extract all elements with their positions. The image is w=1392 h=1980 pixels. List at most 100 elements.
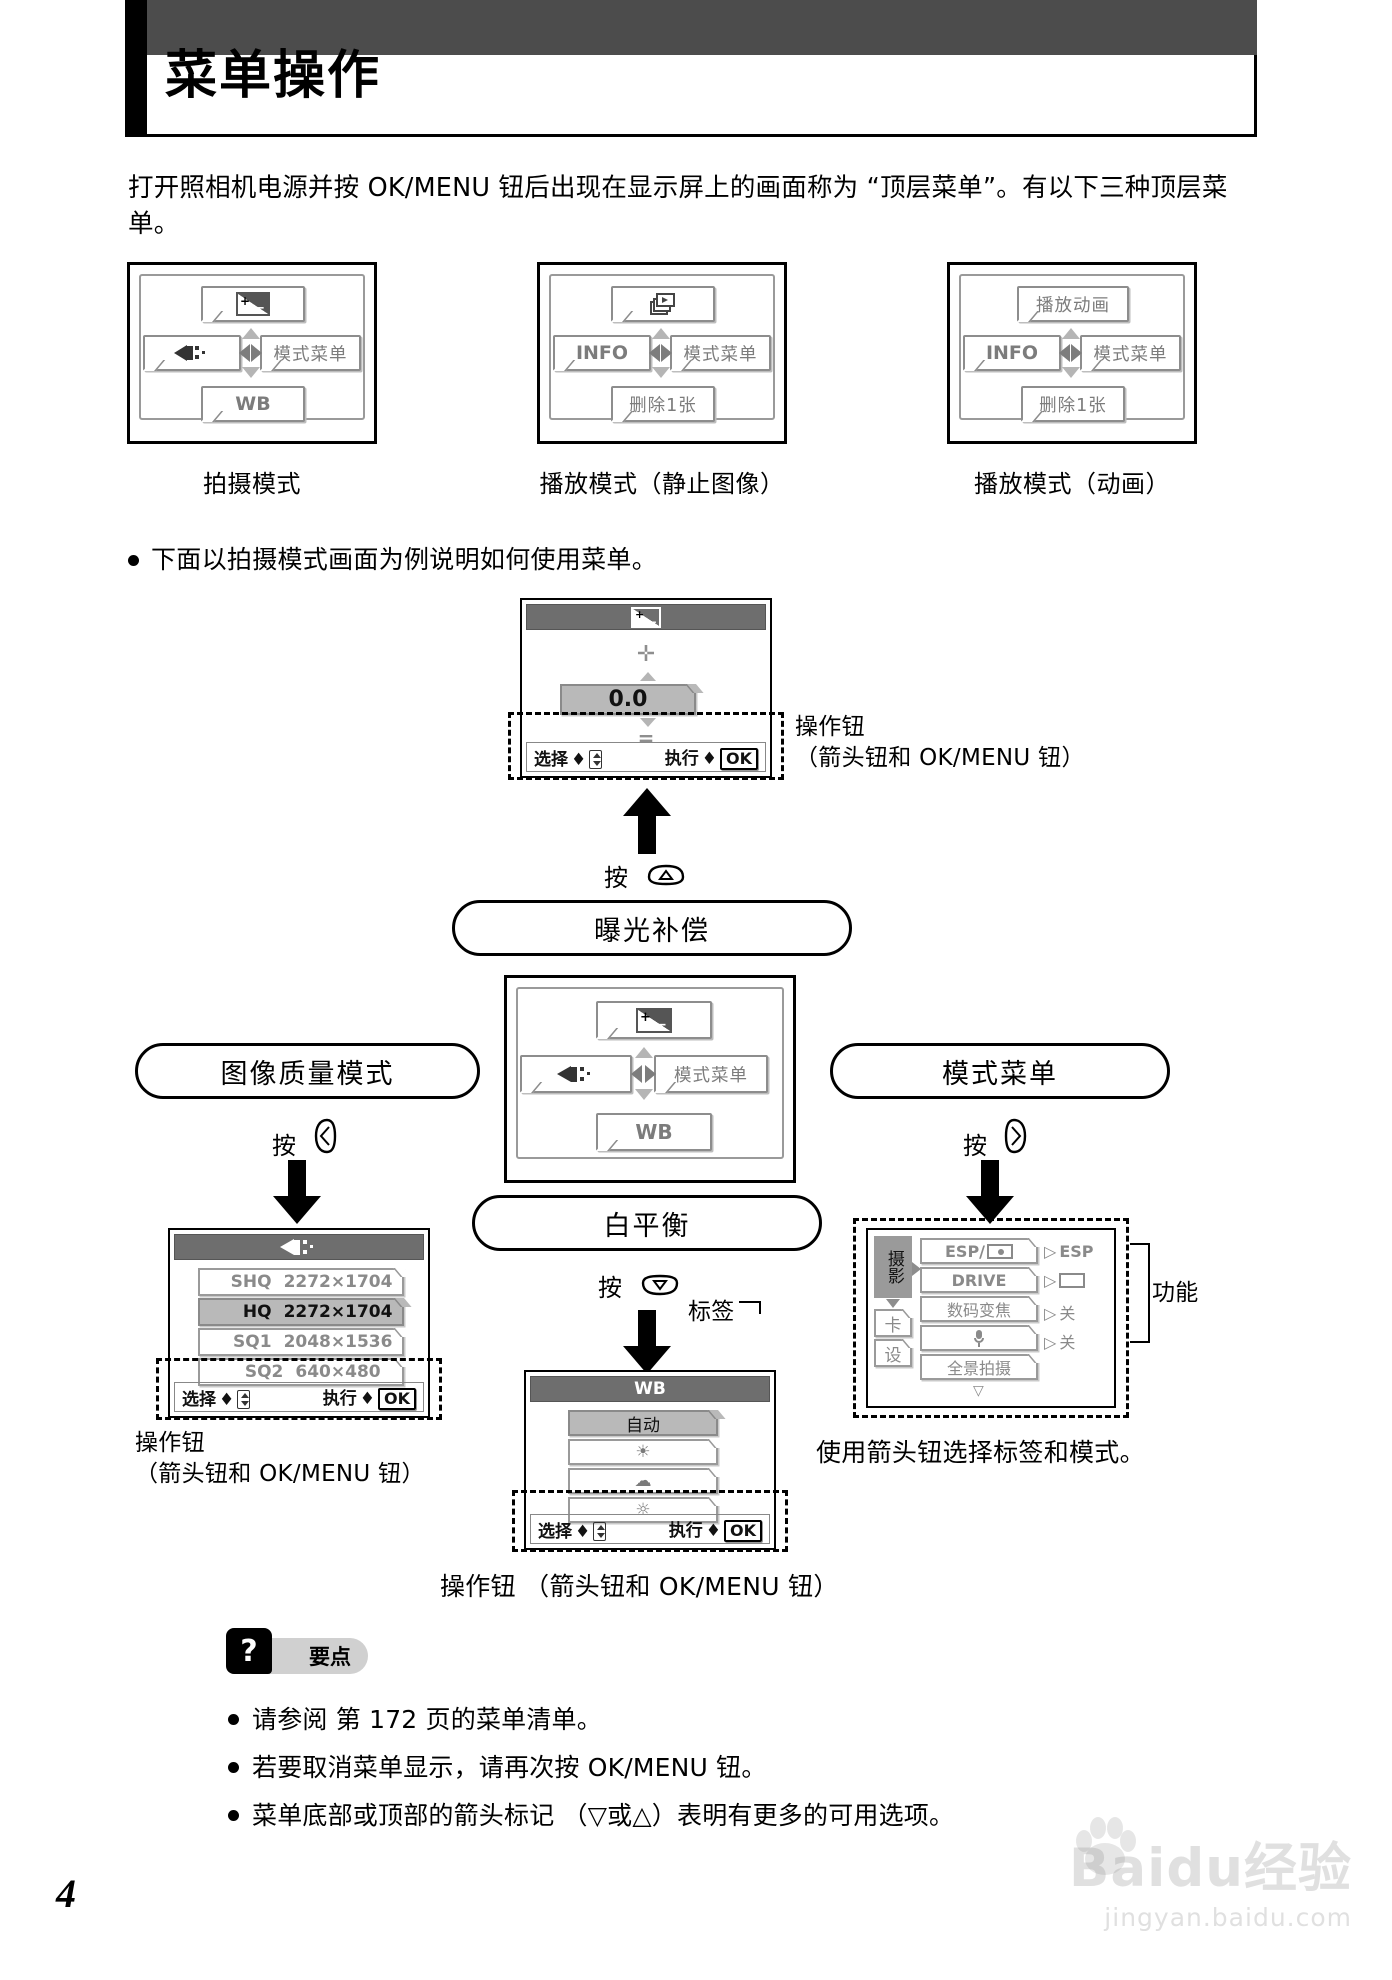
wb-button[interactable]: WB xyxy=(201,386,305,422)
dpad-right-icon xyxy=(645,1065,656,1083)
cloud-icon: ☁ xyxy=(634,1471,652,1491)
exposure-screen-bottom-bar: 选择♦ 执行♦OK xyxy=(526,742,766,772)
exposure-minus-symbol: = xyxy=(637,726,655,750)
mode-menu-tab-setup[interactable]: 设 xyxy=(874,1339,912,1367)
execute-hint: 执行♦OK xyxy=(323,1384,416,1411)
wb-caption: 操作钮 （箭头钮和 OK/MENU 钮） xyxy=(440,1572,839,1601)
mode-menu-row-esp[interactable]: ESP/ xyxy=(920,1238,1038,1264)
slideshow-button[interactable] xyxy=(611,286,715,322)
mode-menu-row-mic[interactable] xyxy=(920,1325,1038,1351)
image-quality-controls-highlight xyxy=(156,1358,442,1420)
lamp-icon: ☼ xyxy=(635,1500,651,1520)
wb-row-tungsten[interactable]: ☼ xyxy=(568,1497,718,1523)
press-word: 按 xyxy=(598,1274,623,1302)
bullet-dot-icon xyxy=(128,555,139,566)
mode-menu-tab-shooting[interactable]: 摄影 xyxy=(874,1236,912,1298)
exposure-callout-line2: （箭头钮和 OK/MENU 钮） xyxy=(795,745,1085,772)
mode-menu-button[interactable]: 模式菜单 xyxy=(1080,335,1181,371)
mode-menu-tab-label: 摄影 xyxy=(883,1250,904,1284)
image-quality-caption-line1: 操作钮 xyxy=(135,1430,205,1456)
delete-one-button[interactable]: 删除1张 xyxy=(1021,386,1125,422)
mode-menu-button[interactable]: 模式菜单 xyxy=(670,335,771,371)
press-word: 按 xyxy=(604,864,629,892)
bullet-dot-icon xyxy=(228,1714,239,1725)
quality-row-sq2[interactable]: SQ2 640×480 xyxy=(198,1358,404,1386)
exposure-comp-button[interactable]: + − xyxy=(596,1001,712,1039)
quality-row-shq[interactable]: SHQ 2272×1704 xyxy=(198,1268,404,1296)
mode-menu-button[interactable]: 模式菜单 xyxy=(260,335,361,371)
mode-menu-highlight xyxy=(853,1218,1129,1418)
image-quality-icon xyxy=(557,1065,595,1083)
quality-row-label: SQ1 xyxy=(233,1332,272,1352)
execute-hint: 执行♦OK xyxy=(669,1516,762,1543)
select-hint: 选择♦ xyxy=(182,1385,251,1410)
mic-icon xyxy=(973,1329,985,1347)
wb-row-daylight[interactable]: ☀ xyxy=(568,1439,718,1465)
mode-menu-tab-card[interactable]: 卡 xyxy=(874,1309,912,1337)
tip-item-3: 菜单底部或顶部的箭头标记 （▽或△）表明有更多的可用选项。 xyxy=(228,1796,1328,1832)
wb-button[interactable]: WB xyxy=(596,1113,712,1151)
mode-menu-row-mic-value: ▷关 xyxy=(1044,1333,1076,1352)
select-hint: 选择♦ xyxy=(538,1517,607,1542)
screen-caption-shooting: 拍摄模式 xyxy=(203,470,301,498)
mode-menu-button[interactable]: 模式菜单 xyxy=(654,1055,768,1093)
flow-arrow-up-stem xyxy=(638,812,656,854)
wb-screen-title: WB xyxy=(530,1376,770,1402)
chevron-right-icon: ▷ xyxy=(1044,1304,1057,1323)
dpad-up-icon xyxy=(1062,328,1080,339)
dpad-left-icon xyxy=(1059,344,1070,362)
delete-one-button[interactable]: 删除1张 xyxy=(611,386,715,422)
header-grey-band xyxy=(147,0,1257,55)
exposure-callout: 操作钮 （箭头钮和 OK/MENU 钮） xyxy=(795,712,1215,774)
ok-key-icon: OK xyxy=(378,1387,416,1411)
play-movie-button[interactable]: 播放动画 xyxy=(1017,286,1129,322)
dpad-down-icon xyxy=(886,1299,900,1308)
image-quality-screen: SHQ 2272×1704 HQ 2272×1704 SQ1 2048×1536… xyxy=(168,1228,430,1418)
image-quality-caption-line2: （箭头钮和 OK/MENU 钮） xyxy=(135,1461,425,1488)
chevron-right-icon: ▷ xyxy=(1044,1333,1057,1352)
top-menu-screen-playback-still: INFO 模式菜单 删除1张 xyxy=(537,262,787,444)
tip-item-1: 请参阅 第 172 页的菜单清单。 xyxy=(228,1700,602,1736)
screen-inner-frame: INFO 模式菜单 删除1张 xyxy=(549,274,775,422)
updown-key-icon xyxy=(589,749,603,769)
exposure-controls-highlight xyxy=(508,712,784,780)
exposure-comp-button[interactable]: + − xyxy=(201,286,305,322)
white-balance-screen: WB 自动 ☀ ☁ ☼ 选择♦ 执行♦OK xyxy=(524,1370,776,1550)
flow-arrow-left-head xyxy=(273,1196,321,1224)
exposure-screen-title: + − xyxy=(526,604,766,630)
wb-controls-highlight xyxy=(512,1490,788,1552)
select-label: 选择 xyxy=(182,1389,216,1410)
mode-menu-row-panorama[interactable]: 全景拍摄 xyxy=(920,1354,1038,1380)
press-word: 按 xyxy=(963,1132,988,1160)
select-hint: 选择♦ xyxy=(534,745,603,770)
info-button[interactable]: INFO xyxy=(963,335,1061,371)
dpad-down-icon xyxy=(635,1089,653,1100)
mode-menu-row-digital-zoom[interactable]: 数码变焦 xyxy=(920,1296,1038,1322)
pill-image-quality-mode: 图像质量模式 xyxy=(135,1043,480,1099)
dpad-left-icon xyxy=(649,344,660,362)
wb-screen-bottom-bar: 选择♦ 执行♦OK xyxy=(530,1514,770,1544)
image-quality-button[interactable] xyxy=(143,335,241,371)
sun-icon: ☀ xyxy=(635,1442,651,1462)
exposure-callout-line1: 操作钮 xyxy=(795,714,865,740)
exposure-value[interactable]: 0.0 xyxy=(560,684,696,715)
dpad-up-icon xyxy=(242,328,260,339)
screen-caption-playback-movie: 播放模式（动画） xyxy=(974,470,1170,498)
mode-menu-row-esp-value: ▷ESP xyxy=(1044,1242,1094,1261)
mode-menu-row-drive[interactable]: DRIVE xyxy=(920,1267,1038,1293)
image-quality-button[interactable] xyxy=(520,1055,632,1093)
image-quality-screen-title xyxy=(174,1234,424,1260)
updown-key-icon xyxy=(237,1389,251,1409)
wb-row-cloudy[interactable]: ☁ xyxy=(568,1468,718,1494)
quality-row-sq1[interactable]: SQ1 2048×1536 xyxy=(198,1328,404,1356)
mode-menu-screen: 摄影 卡 设 ESP/ ▷ESP DRIVE ▷ 数码变焦 ▷关 ▷关 全景拍摄… xyxy=(866,1228,1116,1408)
info-button[interactable]: INFO xyxy=(553,335,651,371)
quality-row-hq[interactable]: HQ 2272×1704 xyxy=(198,1298,404,1326)
bullet-dot-icon xyxy=(228,1762,239,1773)
up-arrow-button-icon xyxy=(647,864,685,892)
select-label: 选择 xyxy=(538,1521,572,1542)
ok-key-icon: OK xyxy=(724,1519,762,1543)
tip-text: 请参阅 第 172 页的菜单清单。 xyxy=(252,1705,602,1734)
wb-row-auto[interactable]: 自动 xyxy=(568,1410,718,1436)
chevron-right-icon: ▷ xyxy=(1044,1271,1057,1290)
